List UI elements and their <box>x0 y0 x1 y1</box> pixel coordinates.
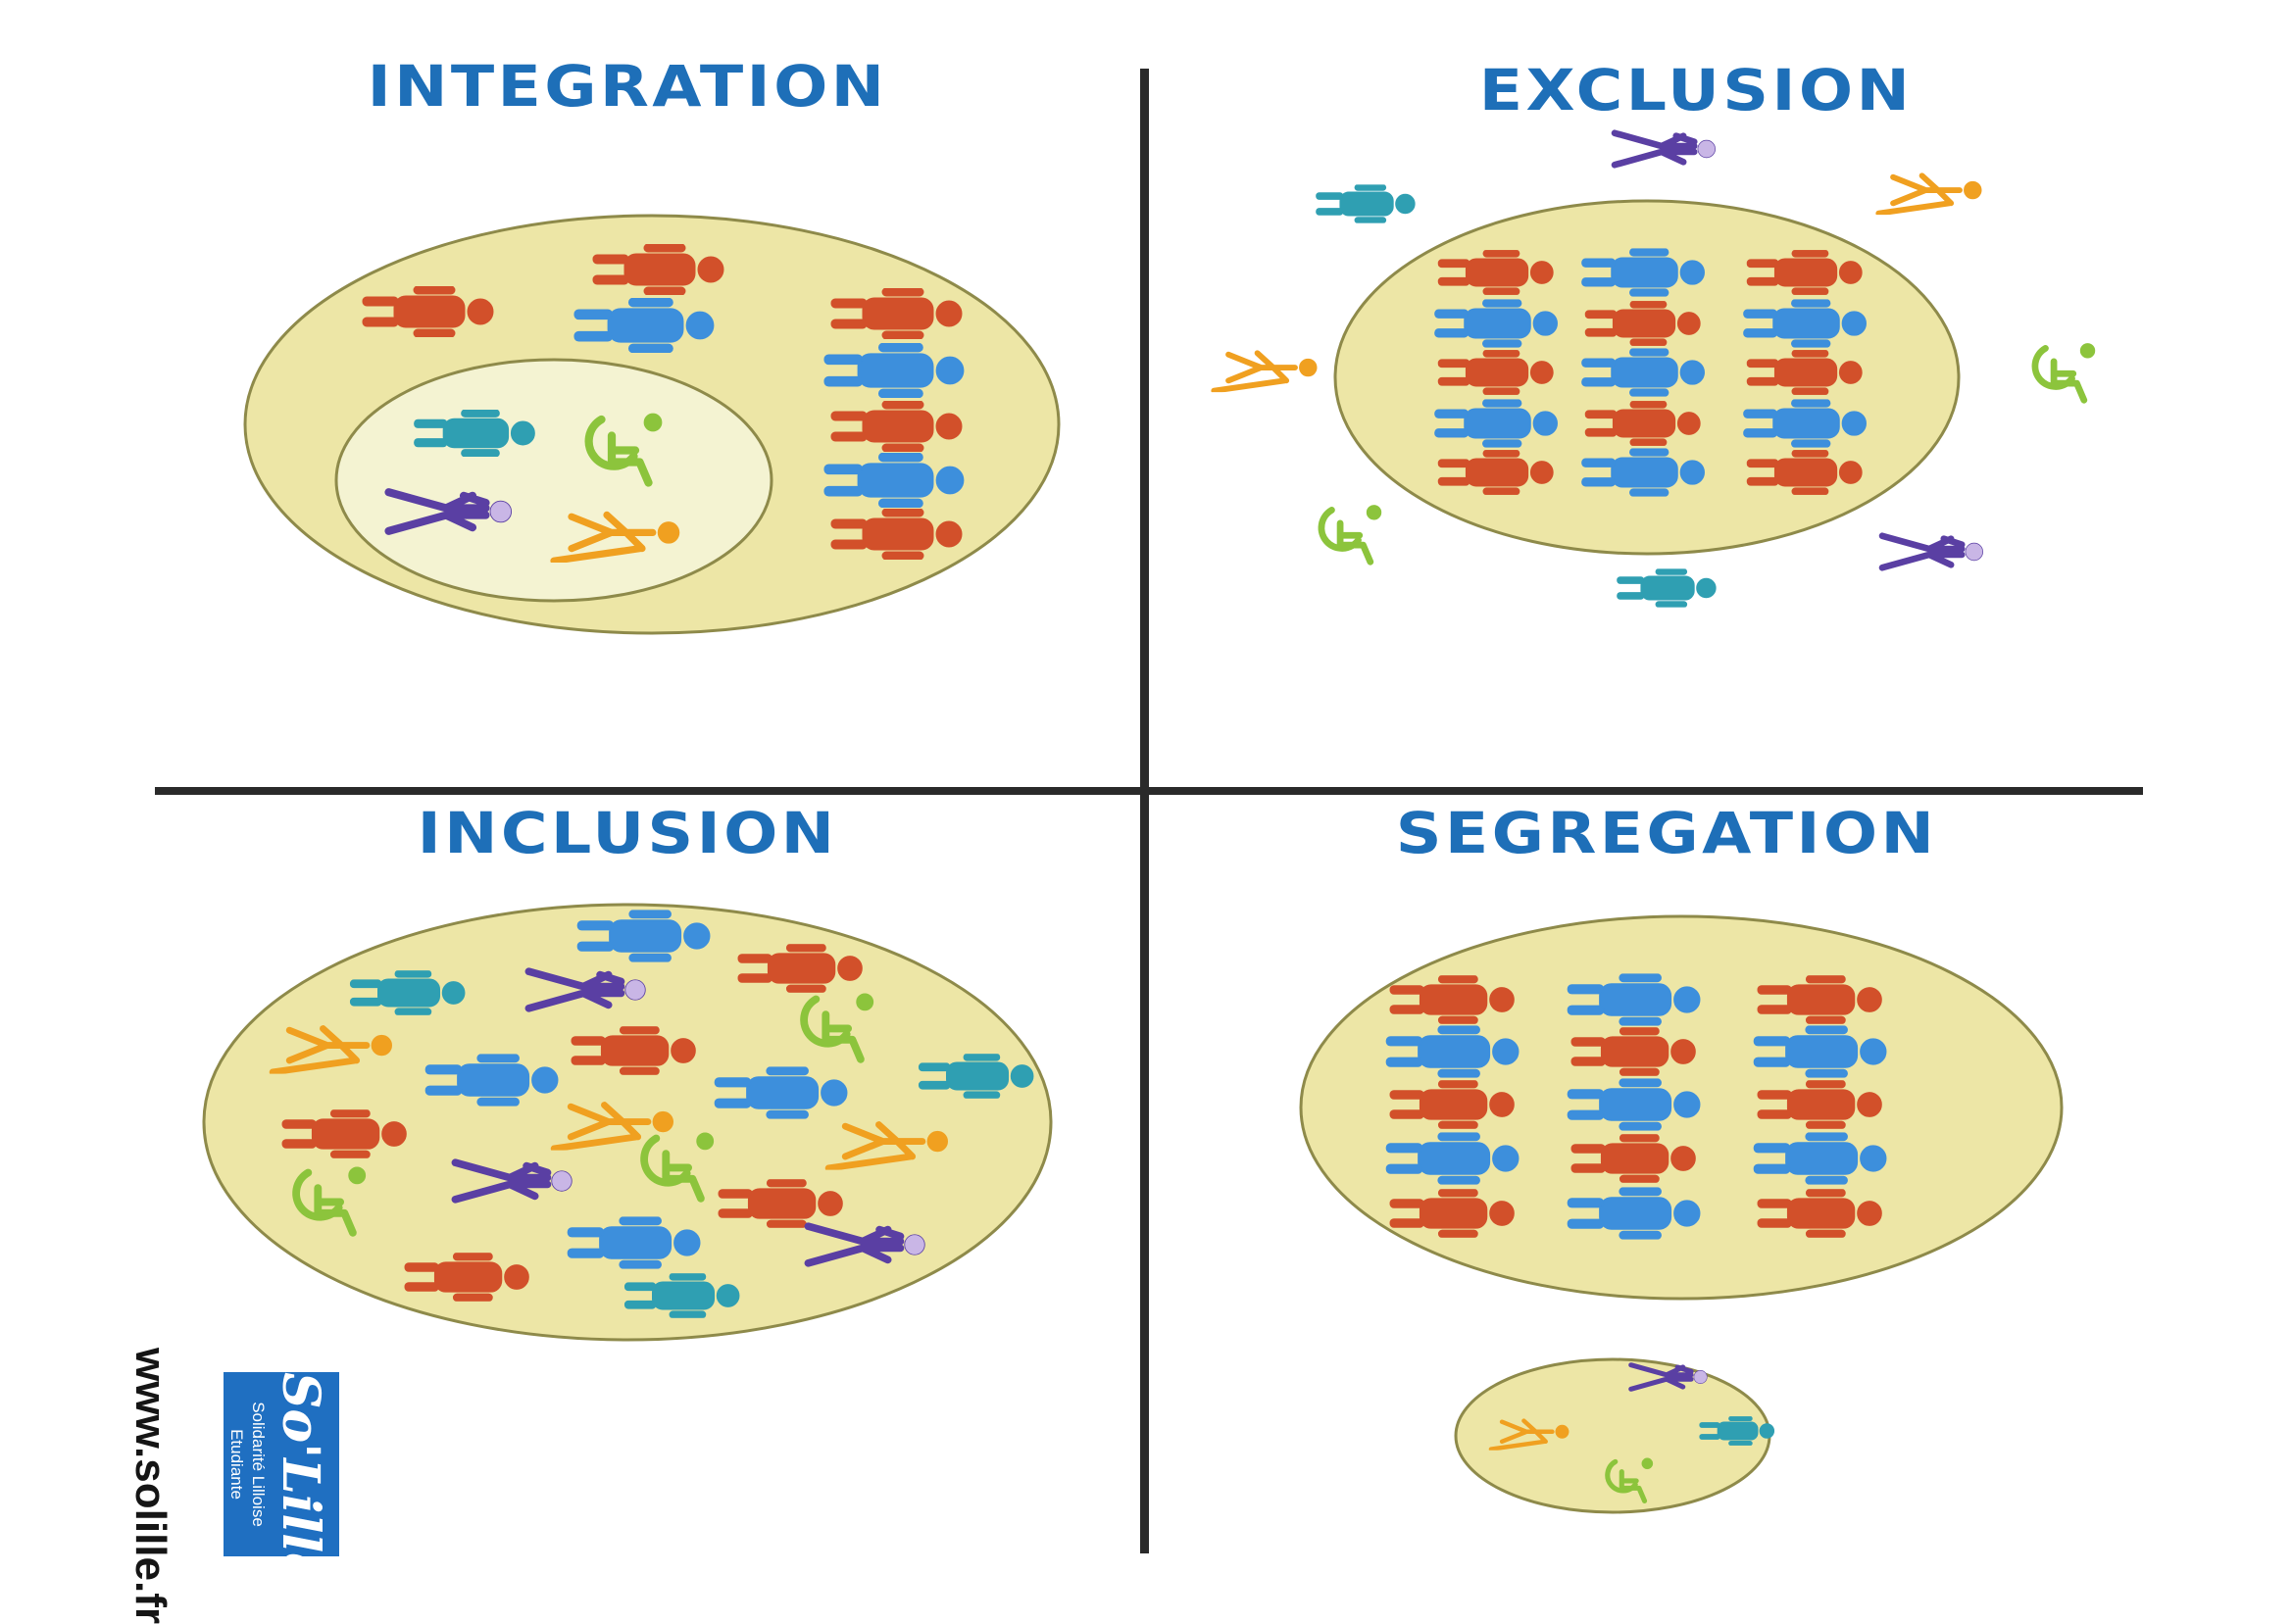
integration-inner-circle <box>334 358 773 603</box>
purple-crawling-person-icon <box>1615 133 1716 165</box>
teal-person-icon <box>1316 184 1416 223</box>
exclusion-title: EXCLUSION <box>1478 57 1914 123</box>
teal-person-icon <box>1617 568 1717 608</box>
inclusion-title: INCLUSION <box>417 800 838 866</box>
purple-crawling-person-icon <box>1882 536 1983 567</box>
logo-tagline: Solidarité Lilloise Etudiante <box>227 1402 268 1527</box>
vertical-divider <box>1140 69 1149 1553</box>
green-wheelchair-icon <box>2035 343 2095 400</box>
green-wheelchair-icon <box>1321 505 1381 562</box>
website-url: www.solille.fr <box>126 1348 174 1624</box>
orange-cane-person-icon <box>1878 175 1981 213</box>
solille-logo: So'Lille Solidarité Lilloise Etudiante <box>224 1372 339 1586</box>
logo-name: So'Lille <box>271 1372 330 1586</box>
segregation-title: SEGREGATION <box>1395 800 1938 866</box>
horizontal-divider <box>155 787 2143 795</box>
integration-title: INTEGRATION <box>367 53 888 120</box>
orange-cane-person-icon <box>1214 353 1317 390</box>
